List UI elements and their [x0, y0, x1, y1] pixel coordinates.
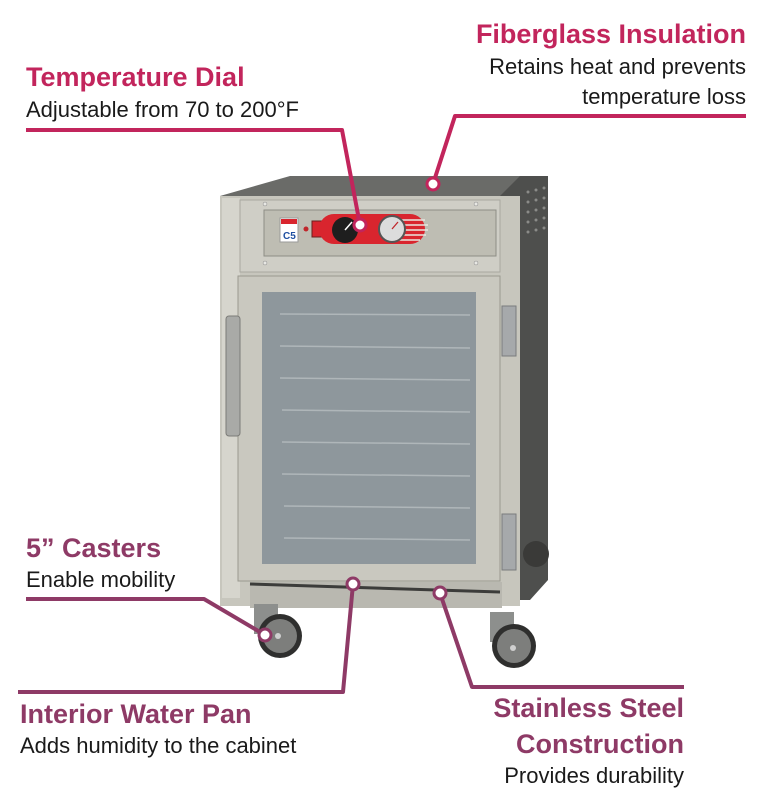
temperature-dial-title: Temperature Dial	[26, 62, 245, 92]
stainless-steel-title-line2: Construction	[516, 729, 684, 759]
caster-left	[254, 604, 302, 658]
door-handle	[225, 315, 241, 437]
temperature-dial-leader	[26, 128, 362, 226]
cabinet-top	[220, 176, 520, 196]
stainless-leader	[438, 592, 684, 689]
hinge-bottom	[501, 513, 517, 571]
casters-description: Enable mobility	[26, 567, 176, 592]
water-pan-description: Adds humidity to the cabinet	[20, 733, 297, 758]
water-pan-title: Interior Water Pan	[20, 699, 252, 729]
svg-text:C5: C5	[283, 231, 296, 242]
fiberglass-insulation-title: Fiberglass Insulation	[475, 19, 746, 49]
water-pan-leader	[18, 583, 355, 694]
stainless-steel-description: Provides durability	[504, 763, 684, 788]
glass-window	[262, 292, 476, 564]
fiberglass-insulation-description-line2: temperature loss	[582, 84, 746, 109]
temperature-dial-description: Adjustable from 70 to 200°F	[26, 97, 299, 122]
casters-title: 5” Casters	[26, 533, 162, 563]
fiberglass-insulation-description-line1: Retains heat and prevents	[489, 54, 746, 79]
vent-holes	[526, 186, 546, 234]
fiberglass-leader	[431, 114, 746, 185]
shelf-racks	[279, 313, 471, 541]
caster-right	[490, 612, 536, 668]
stainless-steel-title-line1: Stainless Steel	[493, 693, 684, 723]
casters-leader	[26, 597, 267, 637]
hinge-top	[501, 305, 517, 357]
